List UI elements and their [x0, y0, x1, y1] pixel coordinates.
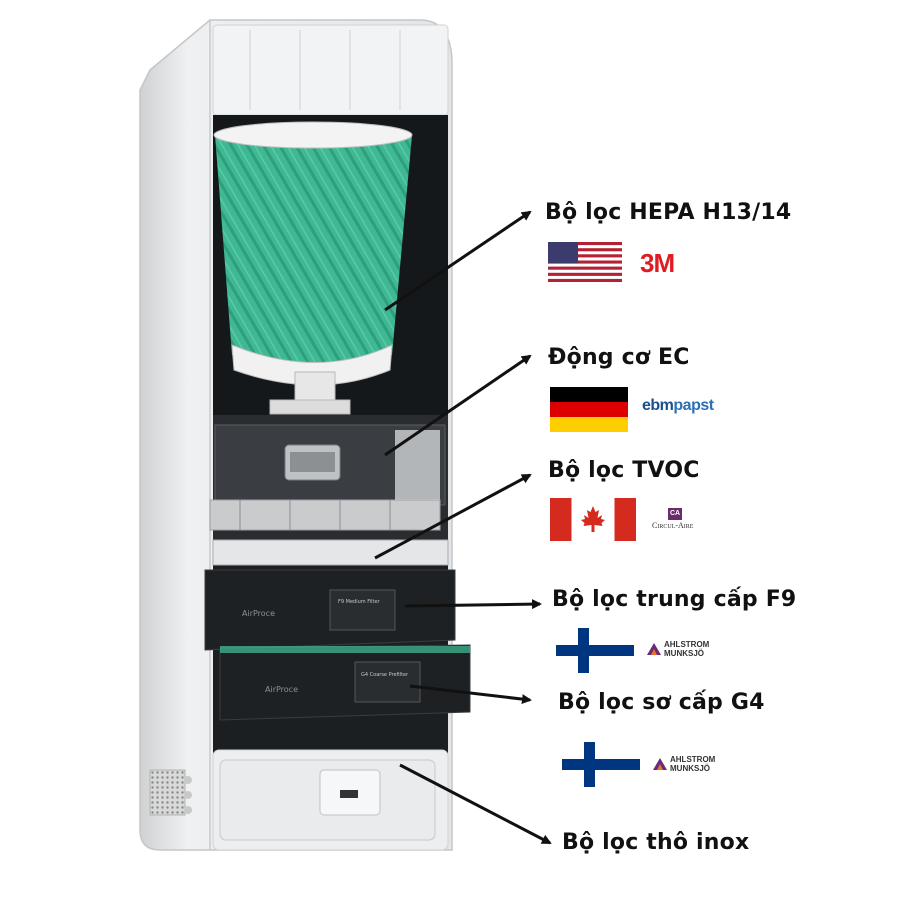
arrow-tvoc	[374, 473, 532, 560]
label-f9-filter: Bộ lọc trung cấp F9	[552, 587, 797, 612]
g4-panel-text: G4 Coarse Prefilter	[361, 672, 409, 678]
ahlstrom-line-2: MUNKSJÖ	[670, 764, 711, 773]
ahlstrom-line-1: AHLSTROM	[670, 755, 716, 764]
papst-text: papst	[673, 397, 714, 414]
f9-filter-drawer: AirProce F9 Medium Filter	[204, 569, 456, 651]
ebm-text: ebm	[642, 397, 674, 414]
finland-flag-icon	[562, 742, 640, 787]
brand-circul-aire-logo: CA Circul-Aire	[652, 508, 712, 534]
f9-brand-text: AirProce	[242, 609, 275, 618]
g4-filter-drawer: AirProce G4 Coarse Prefilter	[219, 644, 471, 721]
label-tvoc-filter: Bộ lọc TVOC	[548, 458, 700, 483]
arrow-ec-motor	[384, 354, 532, 457]
usa-flag-icon	[548, 242, 622, 282]
tvoc-filter-tray	[212, 539, 449, 566]
brand-ahlstrom-munksjo-logo: AHLSTROM MUNKSJÖ	[646, 638, 716, 660]
arrow-f9	[404, 599, 542, 610]
brand-3m-logo: 3M	[640, 248, 675, 278]
coarse-inox-filter-base	[149, 759, 436, 841]
circul-aire-mark: CA	[668, 508, 682, 520]
circul-aire-text: Circul-Aire	[652, 521, 694, 530]
arrow-coarse	[399, 763, 552, 845]
arrow-g4	[409, 684, 532, 705]
callout-arrows	[374, 210, 552, 845]
hepa-filter-cylinder	[213, 121, 413, 415]
ahlstrom-mark-icon	[653, 758, 667, 770]
finland-flag-icon	[556, 628, 634, 673]
ahlstrom-line-2: MUNKSJÖ	[664, 649, 705, 658]
label-ec-motor: Động cơ EC	[548, 345, 690, 370]
germany-flag-icon	[550, 387, 628, 432]
ec-motor-housing	[209, 424, 446, 531]
ahlstrom-mark-icon	[647, 643, 661, 655]
arrow-hepa	[384, 210, 532, 312]
brand-ebmpapst-logo: ebmpapst	[642, 397, 714, 415]
top-vent	[249, 30, 401, 110]
brand-ahlstrom-munksjo-logo: AHLSTROM MUNKSJÖ	[652, 753, 722, 775]
g4-brand-text: AirProce	[265, 685, 298, 694]
f9-panel-text: F9 Medium Filter	[338, 599, 381, 605]
ahlstrom-line-1: AHLSTROM	[664, 640, 710, 649]
label-coarse-inox-filter: Bộ lọc thô inox	[562, 830, 750, 855]
label-hepa-filter: Bộ lọc HEPA H13/14	[545, 200, 792, 225]
canada-flag-icon	[550, 498, 636, 541]
label-g4-filter: Bộ lọc sơ cấp G4	[558, 690, 765, 715]
